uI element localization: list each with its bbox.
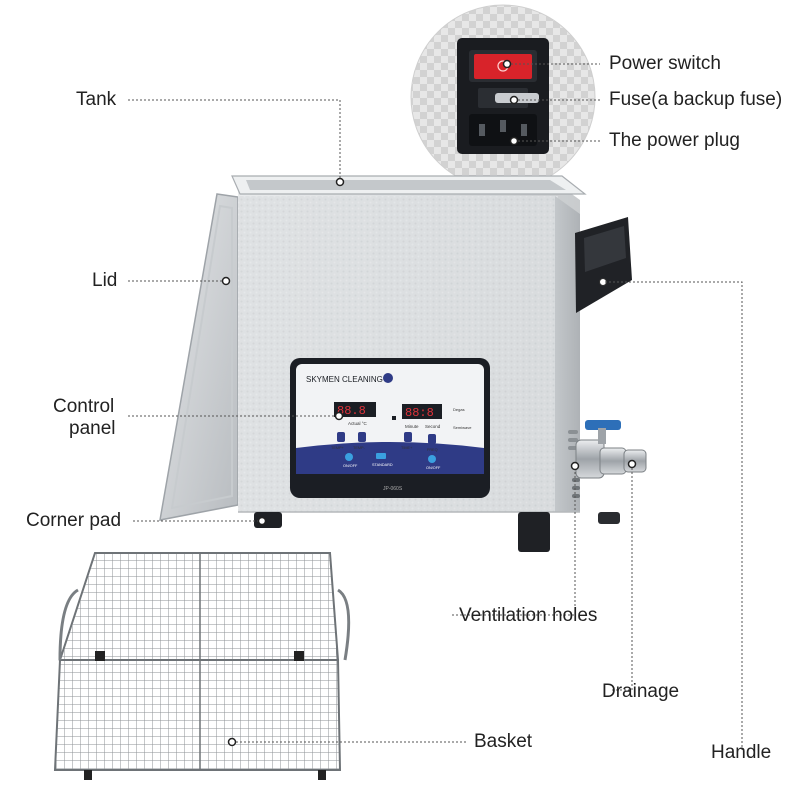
basket	[53, 552, 351, 780]
label-onoff-right: ON/OFF	[426, 466, 441, 470]
corner-pad-front-right	[518, 512, 550, 552]
onoff-left-button[interactable]	[345, 453, 353, 461]
label-drainage: Drainage	[602, 681, 680, 702]
anchor-dots	[221, 59, 637, 747]
label-onoff-left: ON/OFF	[343, 464, 358, 468]
freq-button[interactable]	[428, 434, 436, 444]
svg-text:88:8: 88:8	[405, 406, 434, 420]
label-tank: Tank	[76, 89, 117, 110]
panel-brand: SKYMEN CLEANING	[306, 375, 383, 384]
label-basket: Basket	[474, 731, 533, 752]
temp-plus-button[interactable]	[337, 432, 345, 442]
label-power-plug: The power plug	[609, 130, 740, 151]
label-ventilation-holes: Ventilation holes	[459, 605, 598, 626]
label-time-plus: TIME+	[401, 446, 413, 450]
label-temp-plus: TEMP+	[331, 446, 345, 450]
panel-model: JP-060S	[383, 486, 403, 492]
label-lid: Lid	[92, 270, 118, 291]
onoff-right-button[interactable]	[428, 455, 436, 463]
svg-text:88.8: 88.8	[337, 404, 366, 418]
control-panel: SKYMEN CLEANING 88.8 88:8 Actual °C Minu…	[290, 358, 490, 498]
label-power-switch: Power switch	[609, 53, 721, 74]
ventilation-holes	[568, 430, 580, 498]
time-plus-button[interactable]	[404, 432, 412, 442]
unit-actual: Actual °C	[348, 421, 368, 426]
unit-second: Second	[425, 424, 441, 429]
handle	[575, 217, 632, 313]
label-control-panel-line1: Control	[53, 396, 115, 417]
label-handle: Handle	[711, 742, 772, 763]
unit-minute: Minute	[405, 424, 419, 429]
drainage-valve	[575, 420, 647, 479]
label-temp-minus: TEMP-	[353, 446, 366, 450]
temp-minus-button[interactable]	[358, 432, 366, 442]
label-degas: DEGAS	[374, 449, 387, 453]
label-control-panel: Control panel	[53, 396, 116, 440]
power-switch-rocker	[474, 54, 532, 79]
label-fuse: Fuse(a backup fuse)	[609, 89, 783, 110]
leader-lines	[128, 63, 743, 750]
label-control-panel-line2: panel	[69, 418, 116, 439]
unit-degas: Degas	[453, 407, 465, 412]
valve-lever[interactable]	[585, 420, 621, 430]
inset-power-detail	[410, 4, 596, 190]
label-standard: STANDARD	[372, 463, 393, 467]
label-corner-pad: Corner pad	[26, 510, 122, 531]
degas-button[interactable]	[376, 453, 386, 459]
unit-sweep: Semiwave	[453, 425, 472, 430]
lid	[159, 193, 239, 521]
label-freq: FREQ	[427, 448, 438, 452]
